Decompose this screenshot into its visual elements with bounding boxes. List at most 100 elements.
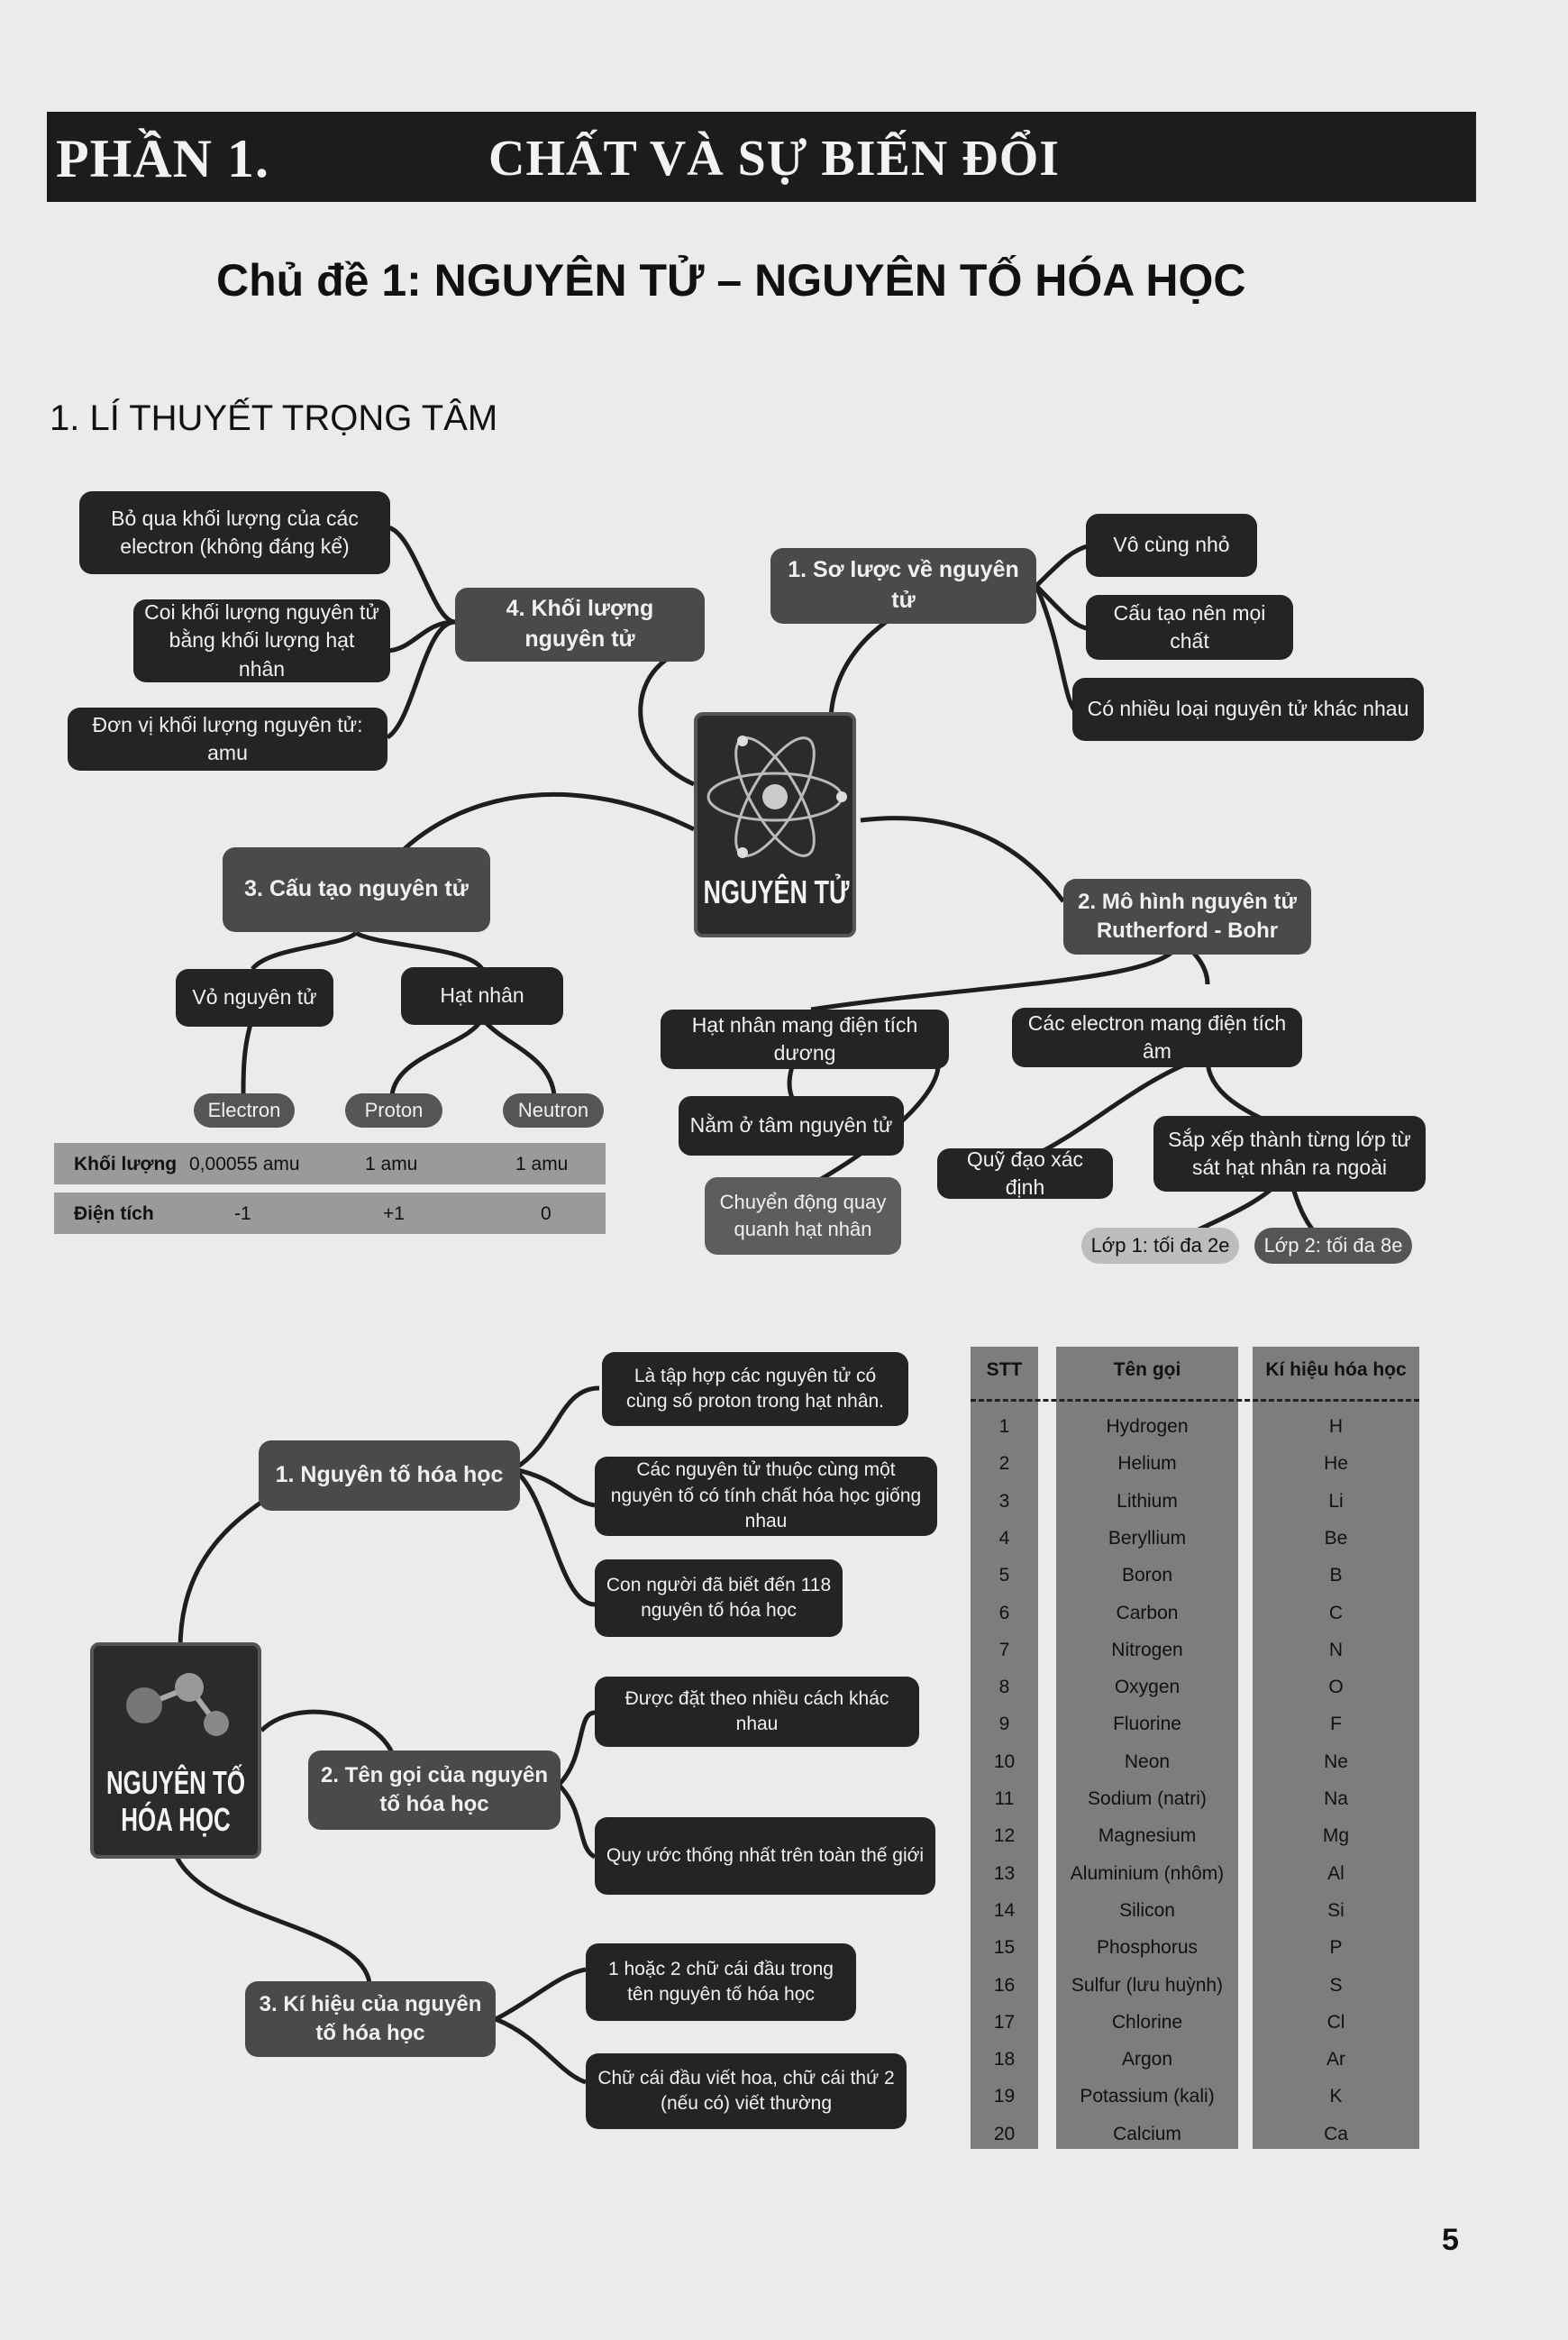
model-fixed-orbit: Quỹ đạo xác định <box>937 1147 1113 1199</box>
element-symbol: O <box>1328 1677 1344 1698</box>
element-symbol: Ca <box>1324 2123 1348 2144</box>
symbol-item-capitalization: Chữ cái đầu viết hoa, chữ cái thứ 2 (nếu… <box>586 2053 907 2129</box>
overview-item-builds-matter: Cấu tạo nên mọi chất <box>1086 595 1293 660</box>
property-proton: +1 <box>383 1203 405 1224</box>
element-name: Nitrogen <box>1111 1639 1183 1660</box>
element-number: 1 <box>998 1416 1010 1437</box>
element-symbol: Cl <box>1326 2011 1345 2033</box>
element-name: Boron <box>1121 1565 1173 1586</box>
model-orbital-motion: Chuyển động quay quanh hạt nhân <box>705 1177 901 1255</box>
element-symbol: Be <box>1324 1527 1348 1549</box>
chapter-title: CHẤT VÀ SỰ BIẾN ĐỔI <box>488 131 1061 187</box>
element-name: Phosphorus <box>1096 1937 1199 1959</box>
element-center-label-1: NGUYÊN TỐ HÓA HỌC <box>97 1764 254 1839</box>
symbol-item-first-letters: 1 hoặc 2 chữ cái đầu trong tên nguyên tố… <box>586 1943 856 2021</box>
element-name: Oxygen <box>1114 1677 1181 1698</box>
element-number: 2 <box>998 1453 1010 1475</box>
column-symbol <box>1253 1347 1419 2149</box>
model-nucleus-positive: Hạt nhân mang điện tích dương <box>661 1010 949 1069</box>
element-symbol: K <box>1329 2086 1343 2107</box>
model-layer-arrangement: Sắp xếp thành từng lớp từ sát hạt nhân r… <box>1153 1116 1426 1192</box>
element-number: 3 <box>998 1490 1010 1512</box>
element-name: Neon <box>1124 1750 1171 1772</box>
column-name <box>1056 1347 1238 2149</box>
definition-item-same-properties: Các nguyên tử thuộc cùng một nguyên tố c… <box>595 1457 937 1536</box>
element-symbol: He <box>1324 1453 1348 1475</box>
property-neutron: 1 amu <box>515 1154 569 1175</box>
element-name: Carbon <box>1116 1602 1179 1623</box>
section-heading: 1. LÍ THUYẾT TRỌNG TÂM <box>50 398 498 438</box>
property-row-mass: Khối lượng 0,00055 amu 1 amu 1 amu <box>54 1143 606 1184</box>
element-number: 18 <box>993 2049 1016 2070</box>
element-number: 13 <box>993 1862 1016 1884</box>
page-number: 5 <box>1442 2223 1459 2257</box>
element-number: 15 <box>993 1937 1016 1959</box>
element-symbol: H <box>1328 1416 1344 1437</box>
part-label: PHẦN 1. <box>56 129 269 188</box>
column-stt <box>971 1347 1038 2149</box>
atom-center-node: NGUYÊN TỬ <box>694 712 856 937</box>
element-name: Potassium (kali) <box>1080 2086 1215 2107</box>
element-symbol: N <box>1328 1639 1344 1660</box>
mass-item-ignore-electron: Bỏ qua khối lượng của các electron (khôn… <box>79 491 390 574</box>
element-naming-node: 2. Tên gọi của nguyên tố hóa học <box>308 1750 561 1830</box>
definition-item-118-elements: Con người đã biết đến 118 nguyên tố hóa … <box>595 1559 843 1637</box>
element-name: Fluorine <box>1113 1714 1181 1735</box>
definition-item-same-protons: Là tập hợp các nguyên tử có cùng số prot… <box>602 1352 908 1426</box>
element-number: 6 <box>998 1602 1010 1623</box>
property-neutron: 0 <box>541 1203 552 1224</box>
element-name: Sodium (natri) <box>1088 1788 1207 1809</box>
layer-1-capacity: Lớp 1: tối đa 2e <box>1081 1228 1239 1264</box>
part-banner: PHẦN 1. CHẤT VÀ SỰ BIẾN ĐỔI <box>47 112 1476 202</box>
model-electrons-negative: Các electron mang điện tích âm <box>1012 1008 1302 1067</box>
property-row-charge: Điện tích -1 +1 0 <box>54 1193 606 1234</box>
element-number: 12 <box>993 1825 1016 1847</box>
property-label: Điện tích <box>74 1203 154 1224</box>
element-symbol: Mg <box>1322 1825 1350 1847</box>
particle-electron: Electron <box>194 1093 295 1128</box>
element-name: Silicon <box>1119 1899 1175 1921</box>
element-symbol: S <box>1329 1974 1343 1996</box>
element-center-node: NGUYÊN TỐ HÓA HỌC <box>90 1642 261 1859</box>
element-number: 14 <box>993 1899 1016 1921</box>
element-name: Helium <box>1117 1453 1177 1475</box>
element-symbol: Al <box>1327 1862 1345 1884</box>
table-header-divider <box>971 1399 1419 1402</box>
element-number: 7 <box>998 1639 1010 1660</box>
element-name: Sulfur (lưu huỳnh) <box>1071 1974 1224 1996</box>
element-number: 8 <box>998 1677 1010 1698</box>
element-symbol: Ar <box>1326 2049 1345 2070</box>
element-name: Argon <box>1121 2049 1173 2070</box>
element-symbol: F <box>1330 1714 1342 1735</box>
element-name: Magnesium <box>1098 1825 1197 1847</box>
element-number: 19 <box>993 2086 1016 2107</box>
element-symbol: Si <box>1327 1899 1345 1921</box>
element-number: 4 <box>998 1527 1010 1549</box>
topic-title: Chủ đề 1: NGUYÊN TỬ – NGUYÊN TỐ HÓA HỌC <box>216 255 1246 306</box>
overview-item-small: Vô cùng nhỏ <box>1086 514 1257 577</box>
element-number: 5 <box>998 1565 1010 1586</box>
element-symbol-node: 3. Kí hiệu của nguyên tố hóa học <box>245 1981 496 2057</box>
structure-shell: Vỏ nguyên tử <box>176 969 333 1027</box>
header-symbol: Kí hiệu hóa học <box>1265 1359 1407 1380</box>
element-definition-node: 1. Nguyên tố hóa học <box>259 1440 520 1511</box>
element-name: Chlorine <box>1111 2011 1183 2033</box>
particle-proton: Proton <box>345 1093 442 1128</box>
rutherford-bohr-node: 2. Mô hình nguyên tử Rutherford - Bohr <box>1063 879 1311 955</box>
element-name: Aluminium (nhôm) <box>1070 1862 1225 1884</box>
atom-center-label: NGUYÊN TỬ <box>703 873 850 910</box>
molecule-icon <box>126 1673 229 1736</box>
atom-overview-node: 1. Sơ lược về nguyên tử <box>770 548 1036 624</box>
element-symbol: Na <box>1324 1788 1348 1809</box>
property-electron: 0,00055 amu <box>189 1154 300 1175</box>
mass-item-nucleus-mass: Coi khối lượng nguyên tử bằng khối lượng… <box>133 599 390 682</box>
particle-neutron: Neutron <box>503 1093 604 1128</box>
atom-icon <box>707 736 847 858</box>
element-number: 20 <box>993 2123 1016 2144</box>
element-number: 11 <box>994 1788 1015 1809</box>
header-name: Tên gọi <box>1113 1359 1181 1380</box>
element-number: 9 <box>998 1714 1010 1735</box>
element-name: Lithium <box>1117 1490 1178 1512</box>
element-number: 16 <box>993 1974 1016 1996</box>
mass-item-amu-unit: Đơn vị khối lượng nguyên tử: amu <box>68 708 387 771</box>
